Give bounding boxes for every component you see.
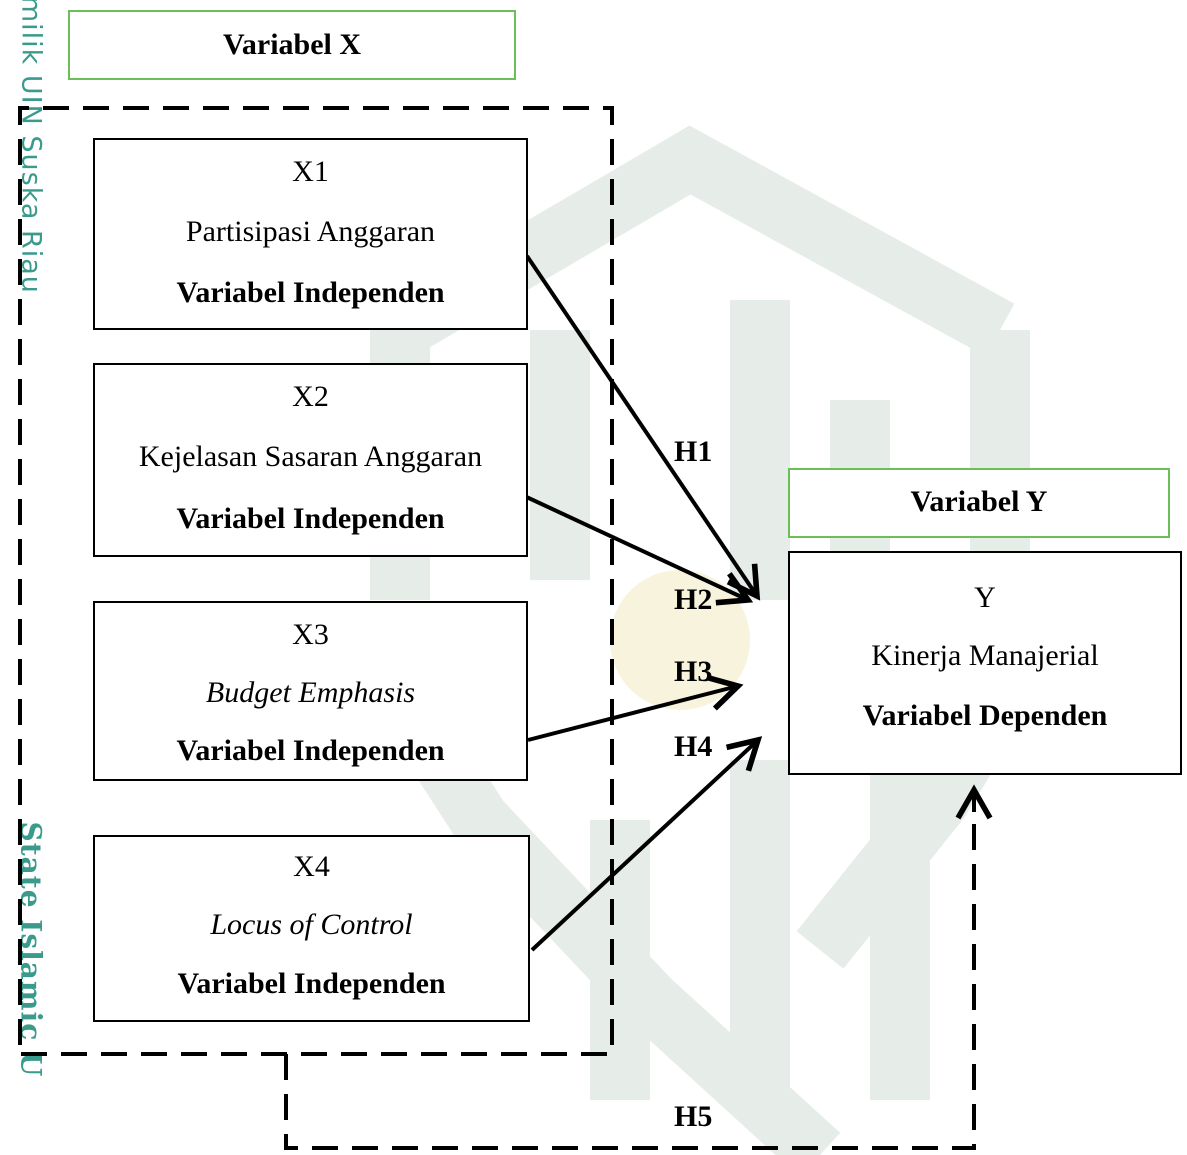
variable-role: Variabel Independen bbox=[176, 276, 445, 309]
variable-code: X1 bbox=[292, 155, 329, 188]
variable-name: Locus of Control bbox=[210, 908, 413, 941]
variable-code: X4 bbox=[293, 850, 330, 883]
variable-x-header: Variabel X bbox=[68, 10, 516, 80]
independent-group-frame bbox=[8, 106, 614, 1056]
variable-role: Variabel Dependen bbox=[862, 699, 1108, 732]
variable-name: Kejelasan Sasaran Anggaran bbox=[138, 440, 483, 473]
hypothesis-label-h3: H3 bbox=[674, 655, 713, 688]
variable-name: Kinerja Manajerial bbox=[871, 639, 1099, 672]
variable-box-x4: X4 Locus of Control Variabel Independen bbox=[93, 835, 530, 1022]
hypothesis-label-h4: H4 bbox=[674, 730, 713, 763]
variable-code: X2 bbox=[292, 380, 329, 413]
variable-box-x2: X2 Kejelasan Sasaran Anggaran Variabel I… bbox=[93, 363, 528, 557]
variable-role: Variabel Independen bbox=[176, 734, 445, 767]
h5-path bbox=[284, 790, 976, 1150]
variable-role: Variabel Independen bbox=[176, 502, 445, 535]
variable-box-y: Y Kinerja Manajerial Variabel Dependen bbox=[788, 551, 1182, 775]
h1-arrow bbox=[525, 254, 761, 601]
variable-name: Budget Emphasis bbox=[205, 676, 416, 709]
variable-name: Partisipasi Anggaran bbox=[185, 215, 436, 248]
hypothesis-label-h2: H2 bbox=[674, 583, 713, 616]
h4-arrow bbox=[530, 736, 763, 952]
variable-y-header: Variabel Y bbox=[788, 468, 1170, 538]
variable-code: Y bbox=[974, 581, 996, 614]
hypothesis-label-h1: H1 bbox=[674, 435, 713, 468]
variable-role: Variabel Independen bbox=[177, 967, 446, 1000]
variable-code: X3 bbox=[292, 618, 329, 651]
variable-box-x1: X1 Partisipasi Anggaran Variabel Indepen… bbox=[93, 138, 528, 330]
variable-box-x3: X3 Budget Emphasis Variabel Independen bbox=[93, 601, 528, 781]
h2-arrow bbox=[519, 492, 754, 606]
hypothesis-label-h5: H5 bbox=[674, 1100, 713, 1133]
h3-arrow bbox=[527, 674, 744, 742]
